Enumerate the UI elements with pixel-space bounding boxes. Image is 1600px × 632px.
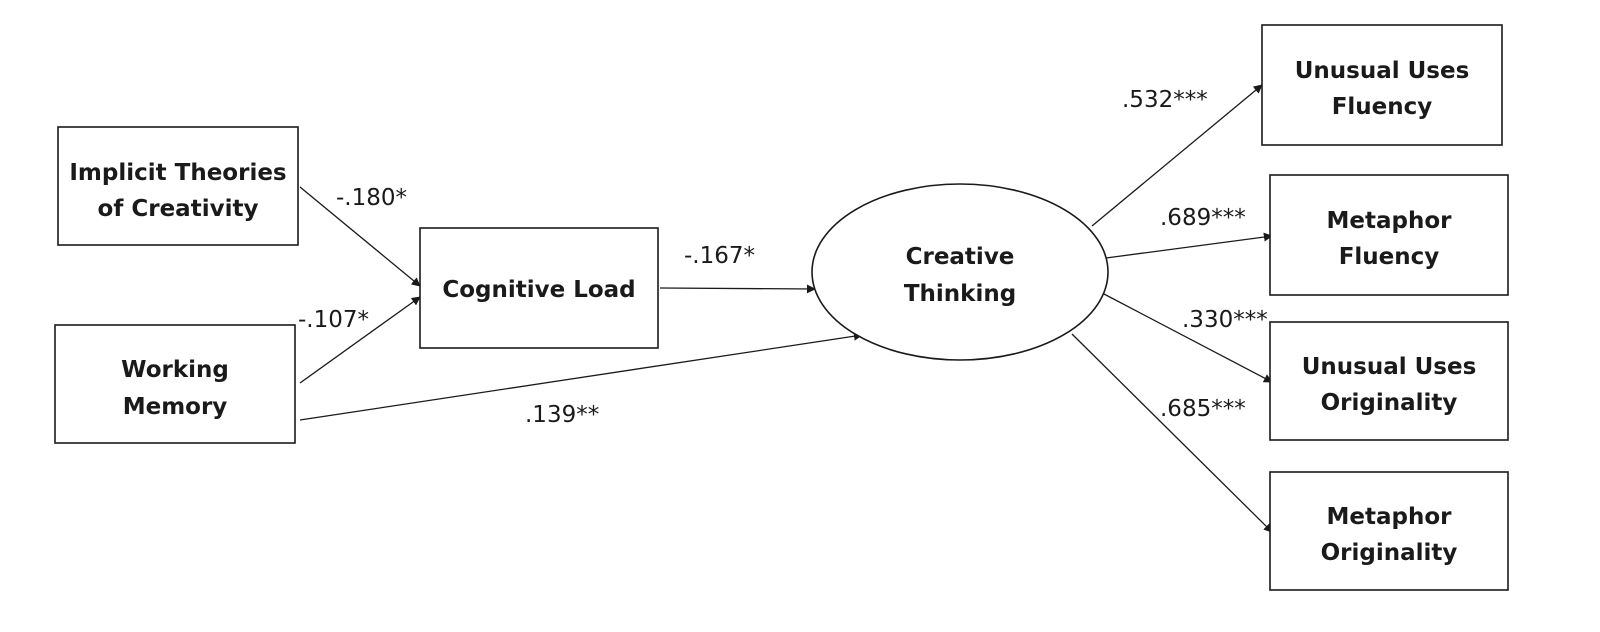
node-implicit-theories-line1: Implicit Theories	[69, 160, 286, 186]
coef-thinking-to-met-originality: .685***	[1160, 396, 1246, 422]
coef-thinking-to-met-fluency: .689***	[1160, 205, 1246, 231]
node-implicit-theories-line2: of Creativity	[98, 196, 259, 222]
node-metaphor-originality: Metaphor Originality	[1269, 471, 1509, 591]
edge-memory-to-load	[299, 296, 421, 384]
coef-memory-to-thinking: .139**	[525, 402, 599, 428]
node-metaphor-fluency-line1: Metaphor	[1327, 208, 1453, 234]
node-implicit-theories: Implicit Theories of Creativity	[57, 126, 299, 246]
node-unusual-uses-fluency-line1: Unusual Uses	[1295, 58, 1470, 84]
node-working-memory-line1: Working	[121, 357, 229, 383]
node-unusual-uses-originality-line1: Unusual Uses	[1302, 354, 1477, 380]
node-creative-thinking: Creative Thinking	[811, 183, 1109, 361]
node-unusual-uses-fluency-line2: Fluency	[1332, 94, 1433, 120]
edge-implicit-to-load	[299, 186, 421, 287]
edge-load-to-thinking	[659, 284, 816, 294]
node-creative-thinking-line1: Creative	[906, 244, 1015, 270]
edge-memory-to-thinking	[299, 331, 863, 421]
coef-load-to-thinking: -.167*	[684, 243, 755, 269]
coef-implicit-to-load: -.180*	[336, 185, 407, 211]
node-metaphor-originality-line2: Originality	[1321, 540, 1458, 566]
node-working-memory-line2: Memory	[123, 394, 228, 420]
node-creative-thinking-line2: Thinking	[904, 281, 1016, 307]
node-unusual-uses-originality: Unusual Uses Originality	[1269, 321, 1509, 441]
node-cognitive-load-label: Cognitive Load	[442, 277, 635, 303]
node-unusual-uses-originality-line2: Originality	[1321, 390, 1458, 416]
edge-thinking-to-uu-originality	[1103, 293, 1273, 383]
edge-thinking-to-met-originality	[1071, 333, 1273, 533]
coef-memory-to-load: -.107*	[298, 307, 369, 333]
node-metaphor-fluency: Metaphor Fluency	[1269, 174, 1509, 296]
node-cognitive-load: Cognitive Load	[419, 227, 659, 349]
edge-thinking-to-uu-fluency	[1091, 84, 1263, 227]
coef-thinking-to-uu-fluency: .532***	[1122, 87, 1208, 113]
node-unusual-uses-fluency: Unusual Uses Fluency	[1261, 24, 1503, 146]
node-metaphor-originality-line1: Metaphor	[1327, 504, 1453, 530]
edge-thinking-to-met-fluency	[1105, 232, 1273, 259]
coef-thinking-to-uu-originality: .330***	[1182, 307, 1268, 333]
node-metaphor-fluency-line2: Fluency	[1339, 244, 1440, 270]
node-working-memory: Working Memory	[54, 324, 296, 444]
